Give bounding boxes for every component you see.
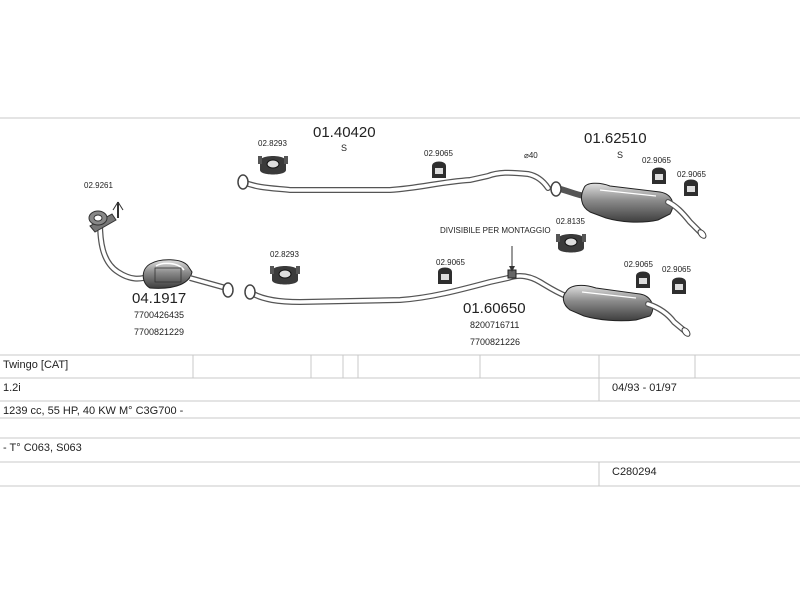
label-center-upper-s: S — [341, 143, 348, 153]
row-specs: 1239 cc, 55 HP, 40 KW M° C3G700 - — [3, 405, 184, 417]
label-cat-ref1: 7700426435 — [134, 310, 185, 320]
clamp-icon — [556, 234, 586, 253]
label-divisible-note: DIVISIBILE PER MONTAGGIO — [440, 226, 551, 235]
rubber-hanger-icon — [432, 161, 446, 178]
row-type-codes: - T° C063, S063 — [3, 442, 82, 454]
label-diameter: ⌀40 — [524, 151, 538, 160]
rubber-hanger-icon — [438, 267, 452, 284]
label-hanger-lower: 02.9065 — [436, 258, 465, 267]
rubber-hanger-icon — [652, 167, 666, 184]
label-clamp-a: 02.8293 — [258, 139, 287, 148]
label-hanger-upper: 02.9065 — [424, 149, 453, 158]
clamp-icon — [258, 156, 288, 175]
cat-outlet-end — [222, 282, 234, 298]
label-clamp-c: 02.8293 — [270, 250, 299, 259]
row-years: 04/93 - 01/97 — [612, 382, 677, 394]
lower-rear-muffler — [562, 284, 654, 322]
label-cat-code: 04.1917 — [132, 290, 187, 307]
label-center-lower-code: 01.60650 — [463, 300, 526, 317]
row-model: Twingo [CAT] — [3, 359, 69, 371]
label-rear-hanger-2: 02.9065 — [677, 170, 706, 179]
label-front-pipe-hanger: 02.9261 — [84, 181, 113, 190]
row-catalog-code: C280294 — [612, 466, 657, 478]
upper-rear-muffler — [581, 182, 674, 223]
label-center-lower-ref1: 8200716711 — [470, 320, 520, 330]
bolt-icon — [112, 201, 124, 218]
label-rear-hanger-3: 02.9065 — [624, 260, 653, 269]
label-rear-upper-s: S — [617, 150, 624, 160]
catalytic-converter — [142, 259, 193, 289]
label-center-lower-ref2: 7700821226 — [470, 337, 521, 347]
label-rear-hanger-4: 02.9065 — [662, 265, 691, 274]
rubber-hanger-icon — [636, 271, 650, 288]
rubber-hanger-icon — [684, 179, 698, 196]
clamp-icon — [270, 266, 300, 285]
label-rear-hanger-1: 02.9065 — [642, 156, 671, 165]
rubber-hanger-icon — [672, 277, 686, 294]
label-rear-upper-code: 01.62510 — [584, 130, 647, 147]
row-engine: 1.2i — [3, 382, 21, 394]
label-clamp-b: 02.8135 — [556, 217, 585, 226]
gasket-ring-icon — [88, 210, 108, 226]
label-center-upper-code: 01.40420 — [313, 124, 376, 141]
label-cat-ref2: 7700821229 — [134, 327, 185, 337]
